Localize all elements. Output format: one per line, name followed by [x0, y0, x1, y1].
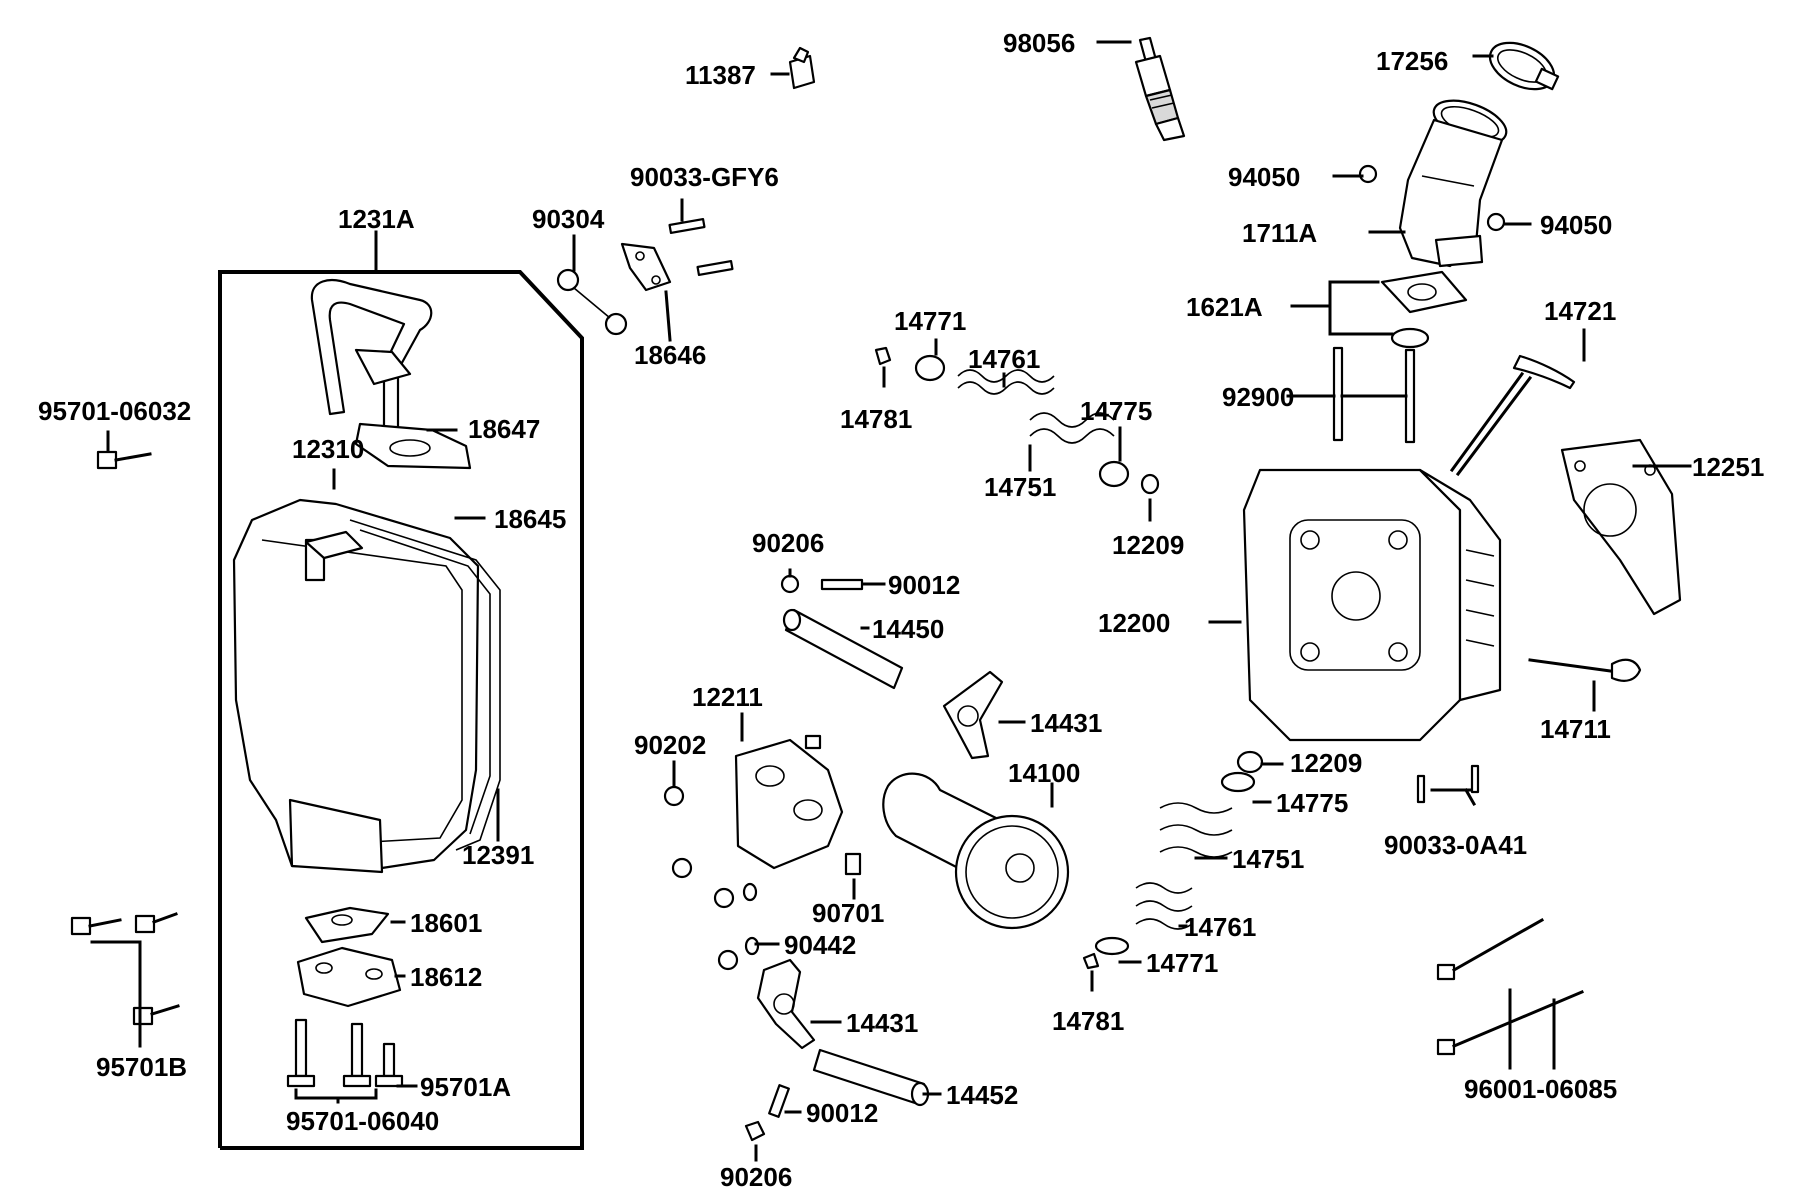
hose-clamp-part	[1488, 41, 1560, 91]
label-14100: 14100	[1008, 758, 1080, 788]
label-12391: 12391	[462, 840, 534, 870]
label-94050-right: 94050	[1540, 210, 1612, 240]
label-90206-upper: 90206	[752, 528, 824, 558]
valve-spring-set-upper	[874, 346, 1160, 495]
label-12209-upper: 12209	[1112, 530, 1184, 560]
oil-pipe-hardware-part	[556, 218, 734, 336]
cylinder-head-part	[1242, 468, 1502, 742]
label-11387: 11387	[685, 60, 756, 90]
bolts-b-part	[70, 912, 180, 1026]
leader-lines	[90, 40, 1692, 1162]
rocker-arm-upper-part	[942, 670, 1004, 760]
label-14775-lower: 14775	[1276, 788, 1348, 818]
label-14761-lower: 14761	[1184, 912, 1256, 942]
label-12200: 12200	[1098, 608, 1170, 638]
label-18645: 18645	[494, 504, 566, 534]
camshaft-holder-part	[734, 734, 862, 876]
valve-cover-part	[232, 498, 480, 874]
label-17256: 17256	[1376, 46, 1448, 76]
label-14781-upper: 14781	[840, 404, 912, 434]
clip-part	[788, 46, 816, 90]
label-1231a: 1231A	[338, 204, 415, 234]
label-12310: 12310	[292, 434, 364, 464]
label-92900: 92900	[1222, 382, 1294, 412]
cover-bolts-part	[286, 1018, 404, 1088]
label-14721: 14721	[1544, 296, 1616, 326]
label-90012-lower: 90012	[806, 1098, 878, 1128]
label-14452: 14452	[946, 1080, 1018, 1110]
label-14711: 14711	[1540, 714, 1611, 744]
dowel-pin-part	[1416, 764, 1480, 804]
label-90202: 90202	[634, 730, 706, 760]
camshaft-part	[882, 772, 1070, 930]
bolt-part	[96, 450, 152, 470]
label-96001-06085: 96001-06085	[1464, 1074, 1617, 1104]
intake-manifold-part	[1398, 99, 1508, 268]
breather-plate-part	[304, 906, 390, 944]
rocker-shaft-lower-part	[812, 1048, 930, 1107]
oil-pipe-part	[310, 279, 433, 432]
adjust-screw-lower-part	[744, 1084, 790, 1142]
label-95701-06040: 95701-06040	[286, 1106, 439, 1136]
label-18647: 18647	[468, 414, 540, 444]
label-12211: 12211	[692, 682, 763, 712]
head-gasket-part	[1560, 438, 1682, 616]
label-94050-left: 94050	[1228, 162, 1300, 192]
label-95701-06032: 95701-06032	[38, 396, 191, 426]
label-18601: 18601	[410, 908, 482, 938]
rocker-shaft-upper-part	[780, 574, 904, 690]
label-1621a: 1621A	[1186, 292, 1263, 322]
label-90033-0a41: 90033-0A41	[1384, 830, 1527, 860]
label-14751-lower: 14751	[1232, 844, 1304, 874]
label-90012-upper: 90012	[888, 570, 960, 600]
label-14751-upper: 14751	[984, 472, 1056, 502]
label-14450: 14450	[872, 614, 944, 644]
cover-gasket-part	[349, 519, 501, 851]
label-98056: 98056	[1003, 28, 1075, 58]
label-12251: 12251	[1692, 452, 1764, 482]
nut-part	[1358, 164, 1506, 232]
label-95701a: 95701A	[420, 1072, 511, 1102]
label-90701: 90701	[812, 898, 884, 928]
exhaust-valve-part	[1449, 354, 1576, 477]
label-12209-lower: 12209	[1290, 748, 1362, 778]
label-1711a: 1711A	[1242, 218, 1317, 248]
label-14771-lower: 14771	[1146, 948, 1218, 978]
valve-spring-set-lower	[1082, 750, 1264, 970]
intake-gasket-part	[1380, 270, 1468, 349]
label-90304: 90304	[532, 204, 605, 234]
cover-assembly-frame	[218, 230, 584, 1150]
label-14761-upper: 14761	[968, 344, 1040, 374]
label-95701b: 95701B	[96, 1052, 187, 1082]
part-labels: 98056 11387 17256 90033-GFY6 94050 94050…	[38, 28, 1764, 1192]
label-90033-gfy6: 90033-GFY6	[630, 162, 779, 192]
label-14431-upper: 14431	[1030, 708, 1102, 738]
label-14775-upper: 14775	[1080, 396, 1152, 426]
label-90442: 90442	[784, 930, 856, 960]
label-18612: 18612	[410, 962, 482, 992]
intake-valve-part	[1528, 658, 1642, 682]
holder-nuts-part	[663, 785, 760, 971]
long-bolt-part	[1436, 917, 1584, 1056]
label-18646: 18646	[634, 340, 706, 370]
rocker-arm-lower-part	[756, 958, 816, 1050]
label-14431-lower: 14431	[846, 1008, 918, 1038]
label-14771-upper: 14771	[894, 306, 966, 336]
label-90206-lower: 90206	[720, 1162, 792, 1192]
spark-plug-part	[1134, 36, 1186, 142]
breather-cover-part	[296, 946, 402, 1008]
label-14781-lower: 14781	[1052, 1006, 1124, 1036]
